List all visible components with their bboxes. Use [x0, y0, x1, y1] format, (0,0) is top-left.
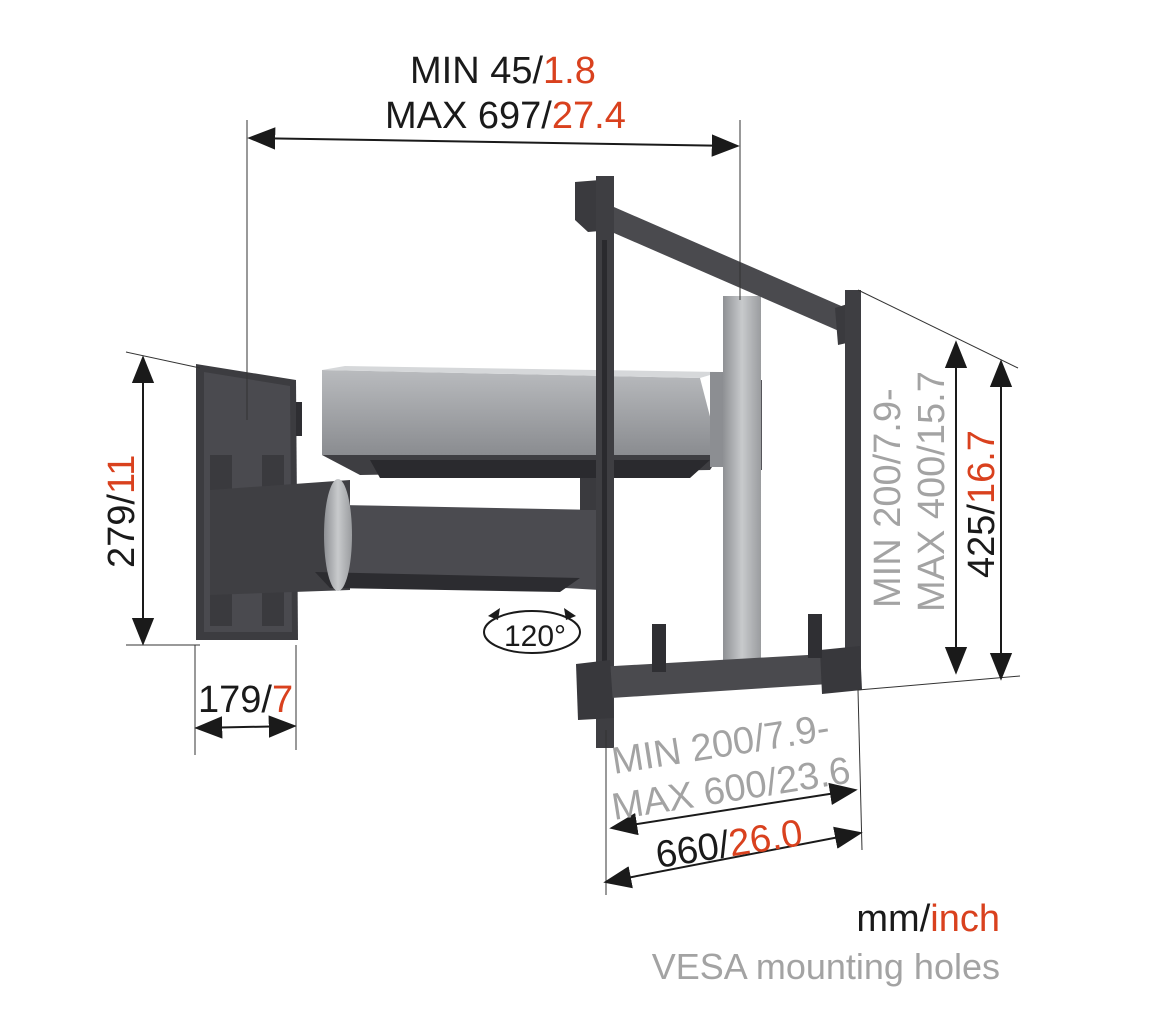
dimension-lines	[125, 120, 1021, 895]
vesa-legend: VESA mounting holes	[651, 946, 1000, 987]
bracket-height-label: 425/16.7	[961, 430, 1003, 578]
tv-bracket	[575, 176, 862, 748]
swivel-indicator	[483, 608, 581, 654]
arm-extension-arrow	[247, 127, 740, 157]
plate-depth-arrow	[194, 715, 297, 739]
max-arm-label: MAX 697/27.4	[385, 95, 626, 137]
vesa-vertical-max-label: MAX 400/15.7	[911, 371, 953, 612]
tv-mount-illustration	[196, 176, 862, 748]
vesa-horizontal-arrow	[609, 782, 858, 836]
bracket-width-arrow	[603, 826, 863, 889]
upper-arm	[322, 366, 720, 510]
units-mm: mm/	[856, 898, 931, 940]
bracket-width-label: 660/26.0	[653, 812, 806, 877]
min-arm-label: MIN 45/1.8	[410, 50, 596, 92]
plate-depth-label: 179/7	[198, 679, 293, 721]
swivel-angle-label: 120°	[504, 620, 566, 653]
units-inch: inch	[930, 898, 1000, 940]
lower-arm	[210, 479, 600, 595]
vesa-vertical-min-label: MIN 200/7.9-	[867, 388, 909, 608]
center-column	[723, 296, 761, 662]
units-legend: mm/inch	[856, 898, 1000, 941]
plate-height-label: 279/11	[101, 455, 143, 568]
